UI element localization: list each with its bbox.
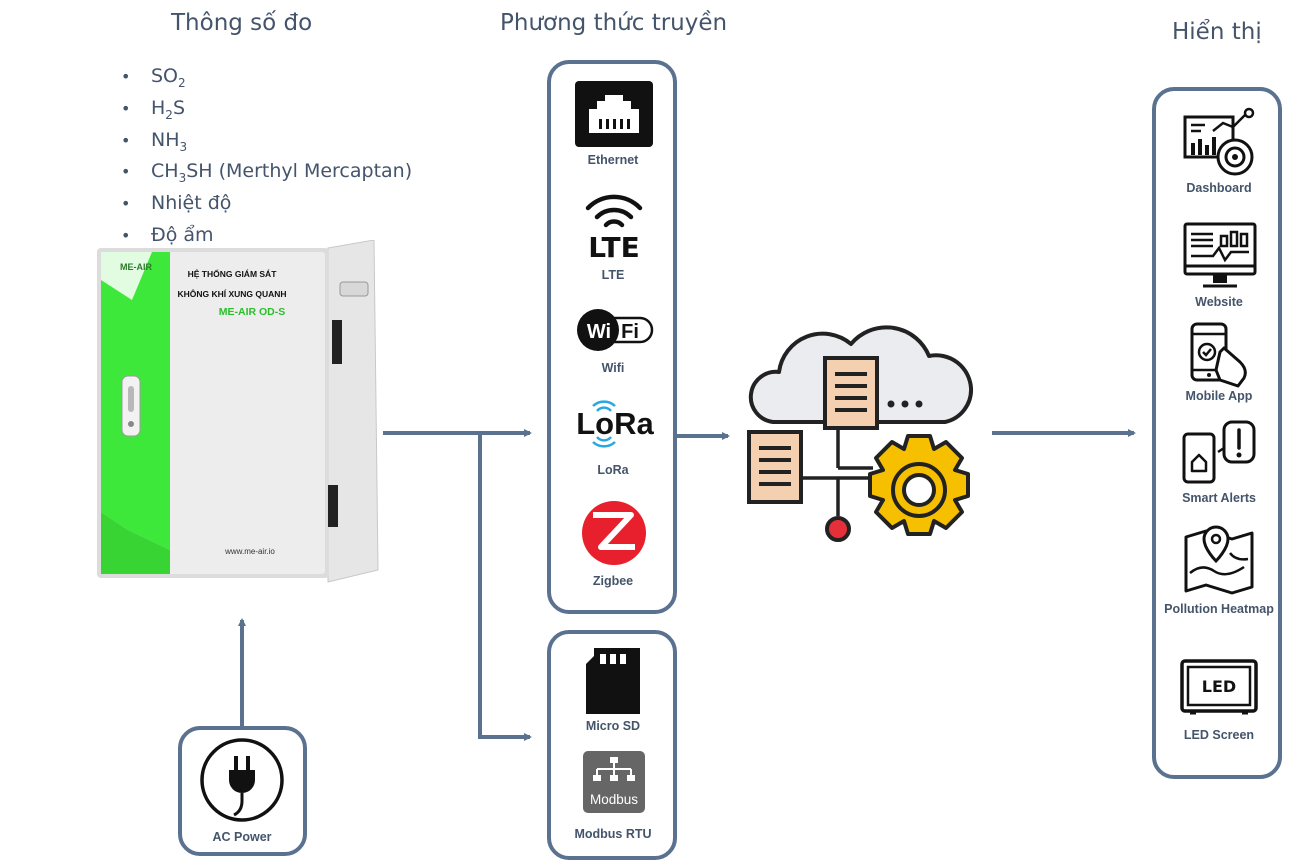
wireless-label: LTE (601, 268, 625, 282)
power-plug-icon (200, 738, 284, 822)
modbus-icon: Modbus (583, 751, 645, 813)
measurement-list: SO2 H2S NH3 CH3SH (Merthyl Mercaptan) Nh… (118, 64, 412, 255)
power-label: AC Power (212, 830, 272, 844)
wifi-icon-text-b: Fi (621, 321, 639, 343)
led-icon-text: LED (1202, 677, 1236, 696)
lora-icon-text: LoRa (576, 406, 654, 441)
mobile-app-icon (1190, 322, 1247, 388)
cloud-processing-icon (747, 325, 974, 542)
wired-label: Modbus RTU (574, 827, 652, 841)
display-box (1152, 87, 1282, 779)
measurement-item: Nhiệt độ (118, 191, 412, 223)
heatmap-icon (1184, 525, 1254, 595)
heading-measurements: Thông số đo (171, 10, 313, 36)
wireless-label: Zigbee (592, 574, 634, 588)
website-icon (1183, 222, 1257, 288)
heading-transmission: Phương thức truyền (500, 10, 728, 36)
measurement-item: Độ ẩm (118, 223, 412, 255)
display-label: LED Screen (1183, 728, 1255, 742)
measurement-item: CH3SH (Merthyl Mercaptan) (118, 159, 412, 191)
display-label: Website (1195, 295, 1243, 309)
device-website: www.me-air.io (224, 547, 275, 556)
lora-icon: LoRa (576, 400, 655, 448)
measurement-item: NH3 (118, 128, 412, 160)
wifi-icon: Wi Fi (577, 309, 654, 351)
led-screen-icon: LED (1180, 659, 1258, 715)
wireless-label: Ethernet (587, 153, 639, 167)
wifi-icon-text-a: Wi (587, 321, 611, 343)
display-label: Pollution Heatmap (1164, 602, 1274, 616)
measurement-item: H2S (118, 96, 412, 128)
modbus-icon-text: Modbus (590, 792, 638, 807)
measurement-item: SO2 (118, 64, 412, 96)
device-title-line2: KHÔNG KHÍ XUNG QUANH (177, 288, 286, 299)
display-label: Smart Alerts (1182, 491, 1256, 505)
air-monitor-cabinet: ME-AIR HỆ THỐNG GIÁM SÁT KHÔNG KHÍ XUNG … (97, 240, 379, 583)
lte-icon-text: LTE (588, 231, 639, 260)
wired-label: Micro SD (585, 719, 641, 733)
smart-alerts-icon (1182, 420, 1256, 484)
brand-logo-text: ME-AIR (120, 262, 152, 272)
wireless-label: Wifi (601, 361, 625, 375)
lte-icon: LTE (585, 194, 643, 260)
display-label: Mobile App (1185, 389, 1253, 403)
wireless-label: LoRa (597, 463, 629, 477)
sd-card-icon (586, 648, 640, 714)
dashboard-icon (1183, 107, 1255, 176)
ethernet-icon (575, 81, 653, 147)
zigbee-icon (582, 501, 646, 565)
device-model: ME-AIR OD-S (219, 306, 286, 318)
display-label: Dashboard (1186, 181, 1252, 195)
device-title-line1: HỆ THỐNG GIÁM SÁT (188, 268, 278, 279)
heading-display: Hiển thị (1172, 19, 1262, 45)
